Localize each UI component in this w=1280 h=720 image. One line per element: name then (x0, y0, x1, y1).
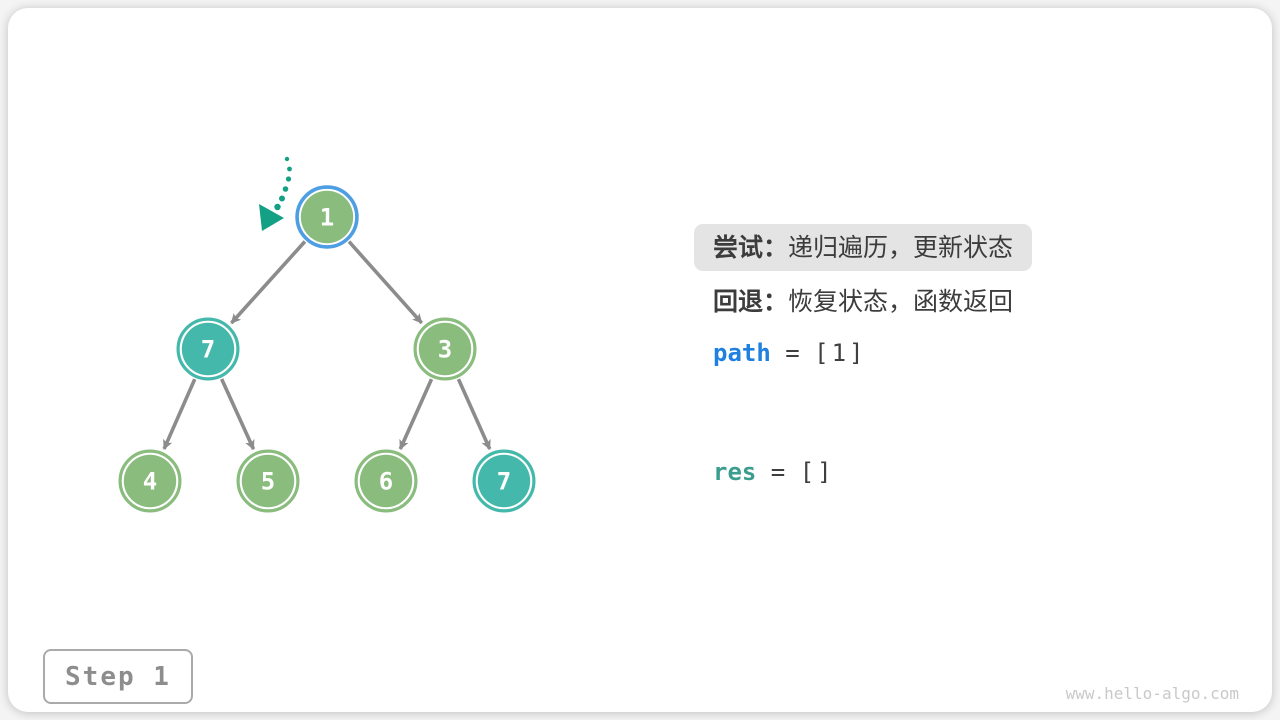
legend-back-line: 回退：恢复状态，函数返回 (713, 286, 1013, 318)
legend-back-keyword: 回退： (713, 287, 789, 316)
legend-try-line: 尝试：递归遍历，更新状态 (694, 224, 1033, 271)
step-badge: Step 1 (43, 649, 193, 704)
legend-try-text: 递归遍历，更新状态 (788, 233, 1014, 262)
res-variable-name: res (713, 458, 757, 486)
figure-card: 1 7 3 4 5 6 7 尝试：递归遍历，更新状态 回退：恢复状态，函数返回 path =… (8, 8, 1272, 712)
current-node-pointer-icon (259, 156, 292, 231)
tree-node-value: 7 (497, 468, 511, 496)
watermark: www.hello-algo.com (1065, 684, 1239, 703)
tree-edge (220, 378, 256, 451)
tree-node: 5 (236, 449, 300, 513)
tree-node: 3 (413, 317, 477, 381)
tree-node-value: 6 (379, 468, 393, 496)
tree-node-value: 4 (143, 468, 157, 496)
tree-edge (230, 240, 307, 325)
tree-node: 7 (472, 449, 536, 513)
path-variable-line: path = [1] (713, 339, 867, 367)
tree-edge (456, 378, 492, 450)
tree-edge (347, 240, 424, 325)
tree-diagram: 1 7 3 4 5 6 7 (118, 156, 536, 513)
tree-node: 7 (176, 317, 240, 381)
tree-node-value: 5 (261, 468, 275, 496)
tree-node-value: 3 (438, 336, 452, 364)
step-badge-label: Step 1 (65, 661, 171, 692)
path-variable-name: path (713, 339, 771, 367)
tree-node: 4 (118, 449, 182, 513)
tree-edge (398, 378, 434, 450)
path-equals: = (770, 339, 815, 367)
tree-node-value: 1 (320, 204, 334, 232)
res-value: [] (799, 458, 835, 486)
legend-try-keyword: 尝试： (713, 233, 789, 262)
tree-node-current: 1 (295, 185, 359, 249)
tree-node: 6 (354, 449, 418, 513)
path-value: [1] (814, 339, 867, 367)
res-variable-line: res = [] (713, 458, 835, 486)
tree-edge (162, 378, 197, 450)
legend-back-text: 恢复状态，函数返回 (788, 287, 1014, 316)
res-equals: = (756, 458, 800, 486)
tree-node-value: 7 (201, 336, 215, 364)
